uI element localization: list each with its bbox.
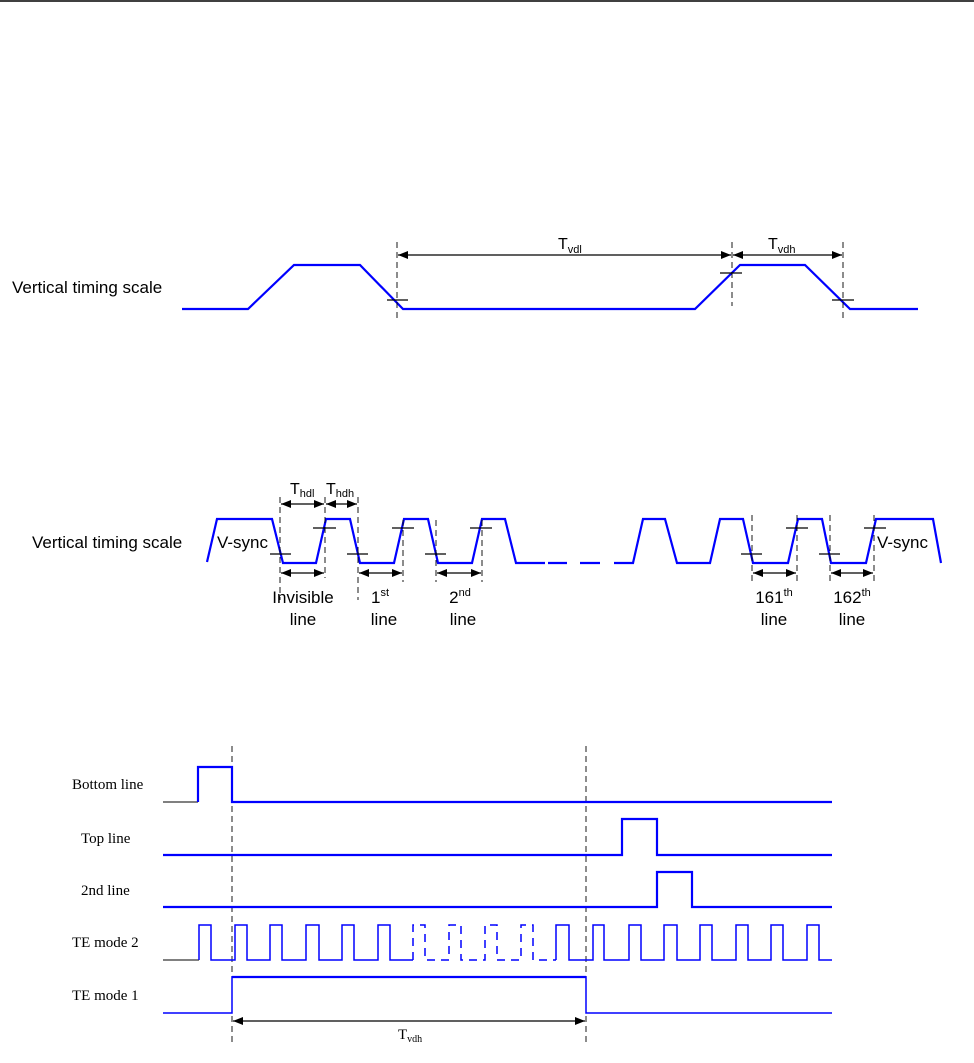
te-signal-diagram: Bottom line Top line 2nd line TE mode 2 … <box>72 746 832 1045</box>
line-label-number: 161th <box>755 587 793 607</box>
signal-label-te-mode-1: TE mode 1 <box>72 988 139 1004</box>
middle-horizontal-timing-diagram: Vertical timing scale V-sync V-sync Thdl… <box>32 481 943 629</box>
middle-waveform-left <box>205 517 545 565</box>
tvdl-label: Tvdl <box>558 236 582 256</box>
line-label-number: Invisible <box>272 588 333 607</box>
vsync-right-label: V-sync <box>877 533 929 552</box>
middle-diagram-label: Vertical timing scale <box>32 533 182 552</box>
line-label-word: line <box>761 610 787 629</box>
line-label-word: line <box>450 610 476 629</box>
te-tvdh-label: Tvdh <box>398 1027 422 1045</box>
line-label-word: line <box>371 610 397 629</box>
line-label-word: line <box>290 610 316 629</box>
signal-label-te-mode-2: TE mode 2 <box>72 935 139 951</box>
top-waveform <box>182 263 918 311</box>
tvdh-label: Tvdh <box>768 236 796 256</box>
line-label-number: 1st <box>371 587 389 607</box>
te-mode-2-waveform-right <box>555 924 832 961</box>
line-label-word: line <box>839 610 865 629</box>
line-label-number: 2nd <box>449 587 471 607</box>
signal-label-2nd-line: 2nd line <box>81 883 130 899</box>
top-line-waveform <box>163 817 832 857</box>
signal-label-top-line: Top line <box>81 831 131 847</box>
2nd-line-waveform <box>163 870 832 909</box>
thdl-label: Thdl <box>290 481 314 500</box>
middle-waveform-right <box>614 517 943 565</box>
top-diagram-label: Vertical timing scale <box>12 278 162 297</box>
te-mode-1-waveform <box>163 976 832 1014</box>
te-mode-2-waveform-dashed <box>412 924 556 961</box>
line-label-number: 162th <box>833 587 871 607</box>
thdh-label: Thdh <box>326 481 354 500</box>
te-mode-2-waveform-left <box>198 924 413 961</box>
vsync-left-label: V-sync <box>217 533 269 552</box>
bottom-line-waveform <box>196 765 832 804</box>
signal-label-bottom-line: Bottom line <box>72 777 144 793</box>
top-vertical-timing-diagram: Vertical timing scale Tvdl Tvdh <box>12 236 918 318</box>
